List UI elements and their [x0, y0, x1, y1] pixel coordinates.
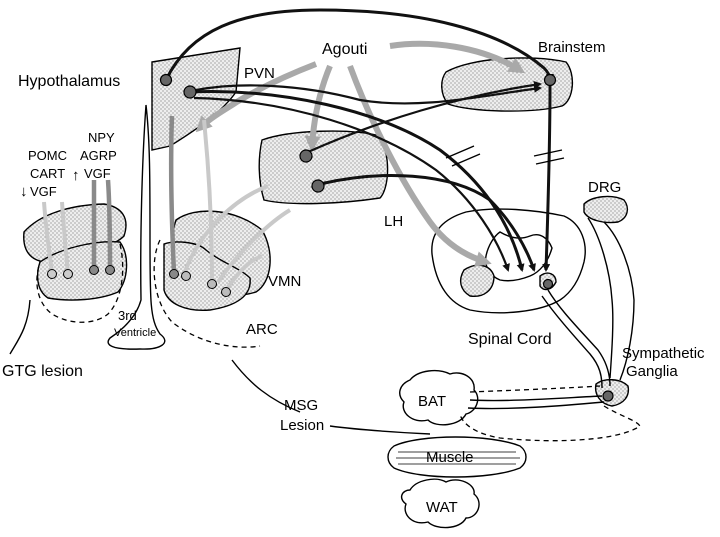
msg-lesion-pointer	[231, 359, 301, 413]
label-vmn: VMN	[268, 273, 301, 290]
arc-to-lh-fiber-b	[216, 208, 292, 284]
lh-to-spinal	[319, 174, 536, 272]
label-brainstem: Brainstem	[538, 39, 606, 56]
muscle-striation	[396, 451, 520, 465]
gtg-neuron-cart	[63, 269, 73, 279]
lh-neuron-1	[299, 149, 313, 163]
label-lh: LH	[384, 213, 403, 230]
arc-to-vmn-fiber	[224, 254, 263, 292]
arrow-up-indicator: ↑	[72, 167, 80, 184]
fiber-break-mark-left	[445, 145, 481, 167]
label-ganglia: Ganglia	[626, 363, 678, 380]
arc-to-pvn-fiber-b	[202, 119, 214, 283]
pvn-neuron-2	[183, 85, 197, 99]
label-lesion: Lesion	[280, 417, 324, 434]
brainstem-to-spinal	[542, 85, 552, 272]
drg-region	[583, 195, 629, 224]
gtg-neuron-pomc	[47, 269, 57, 279]
wat-tissue	[400, 478, 480, 529]
third-ventricle	[107, 104, 166, 350]
gtg-lesion-outline	[36, 243, 124, 323]
label-cart: CART	[30, 166, 65, 181]
arc-neuron-2	[181, 271, 191, 281]
arc-to-lh-fiber-a	[182, 184, 269, 275]
lh-region	[258, 130, 389, 205]
label-spinal-cord: Spinal Cord	[468, 331, 552, 348]
agouti-to-spinal-arrow	[347, 64, 492, 267]
gtg-fiber-agrp	[105, 179, 113, 269]
lh-to-brainstem	[307, 80, 542, 154]
bat-sympathetic-dash	[459, 385, 641, 442]
label-hypothalamus: Hypothalamus	[18, 73, 120, 90]
label-muscle: Muscle	[426, 449, 474, 466]
arc-to-pvn-fiber-a	[168, 115, 177, 273]
label-wat: WAT	[426, 499, 458, 516]
gtg-lesion-pointer	[9, 299, 31, 355]
gtg-region-lower	[36, 240, 128, 301]
gtg-neuron-npy	[89, 265, 99, 275]
label-pomc: POMC	[28, 148, 67, 163]
pvn-to-spinal-a	[189, 90, 525, 272]
drg-nerve	[587, 217, 635, 381]
ganglia-to-bat	[467, 395, 605, 410]
label-gtg-lesion: GTG lesion	[2, 363, 83, 380]
spinal-ventral-horn	[459, 264, 495, 297]
gtg-fiber-cart	[60, 201, 70, 273]
label-vgf-up: VGF	[84, 166, 111, 181]
agouti-to-brainstem-arrow	[389, 40, 526, 74]
spinal-neuron	[542, 278, 554, 290]
pvn-to-brainstem-arc	[164, 8, 554, 82]
label-msg: MSG	[284, 397, 318, 414]
sympathetic-outflow	[541, 289, 611, 389]
label-ventricle: Ventricle	[114, 327, 156, 339]
label-pvn: PVN	[244, 65, 275, 82]
arc-neuron-1	[169, 269, 179, 279]
arc-neuron-4	[221, 287, 231, 297]
muscle-tissue	[387, 436, 527, 478]
label-npy: NPY	[88, 130, 115, 145]
pvn-to-spinal-b	[193, 96, 510, 272]
lh-neuron-2	[311, 179, 325, 193]
arc-msg-lesion-outline	[153, 239, 261, 348]
msg-lesion-to-tissue	[329, 425, 431, 435]
arc-neuron-3	[207, 279, 217, 289]
label-arc: ARC	[246, 321, 278, 338]
label-agrp: AGRP	[80, 148, 117, 163]
fiber-break-mark-right	[533, 149, 565, 165]
spinal-cord-outline	[431, 208, 586, 314]
label-bat: BAT	[418, 393, 446, 410]
pvn-to-brainstem-b	[195, 84, 542, 105]
label-third: 3rd	[118, 308, 137, 323]
gtg-neuron-agrp	[105, 265, 115, 275]
label-agouti: Agouti	[322, 41, 367, 58]
label-vgf-down: VGF	[30, 184, 57, 199]
pvn-neuron-1	[159, 73, 173, 87]
gtg-fiber-pomc	[42, 201, 54, 273]
ganglia-neuron	[602, 390, 614, 402]
label-drg: DRG	[588, 179, 621, 196]
label-sympathetic: Sympathetic	[622, 345, 705, 362]
bat-tissue	[399, 369, 479, 426]
brainstem-neuron	[543, 73, 557, 87]
arrow-down-indicator: ↓	[20, 183, 28, 200]
